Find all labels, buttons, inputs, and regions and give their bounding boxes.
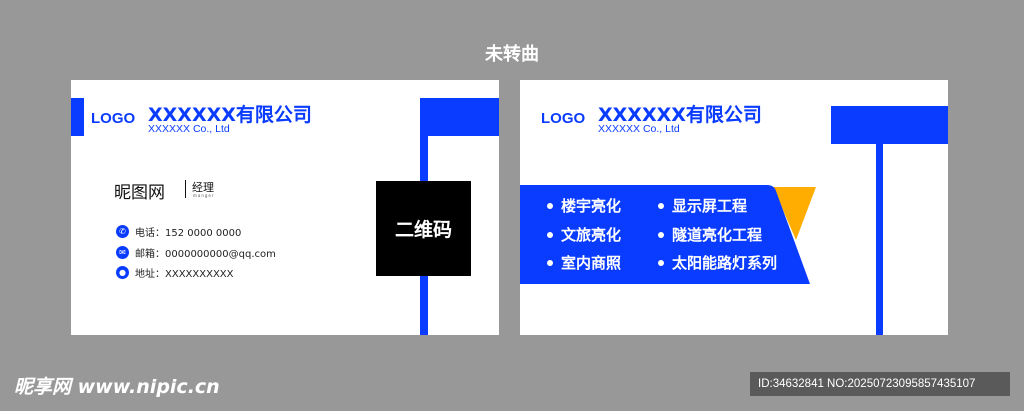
role-en: manger	[193, 193, 215, 198]
accent-bar	[71, 98, 84, 136]
location-icon: ●	[116, 266, 129, 279]
contact-email: ✉邮箱：0000000000@qq.com	[116, 245, 276, 260]
divider	[185, 180, 186, 198]
service-item: 室内商照	[547, 252, 621, 273]
page-title: 未转曲	[485, 44, 539, 65]
contact-phone: ✆电话：152 0000 0000	[116, 224, 241, 239]
orange-triangle	[773, 187, 816, 240]
contact-address: ●地址：XXXXXXXXXX	[116, 265, 234, 280]
accent-block	[831, 106, 948, 144]
company-name: XXXXXX有限公司	[598, 104, 762, 126]
accent-line	[876, 144, 883, 335]
mail-icon: ✉	[116, 246, 129, 259]
company-name: XXXXXX有限公司	[148, 104, 312, 126]
company-name-en: XXXXXX Co., Ltd	[148, 123, 230, 135]
service-item: 太阳能路灯系列	[658, 252, 777, 273]
service-item: 隧道亮化工程	[658, 224, 762, 245]
service-item: 楼宇亮化	[547, 195, 621, 216]
business-card-front: LOGO XXXXXX有限公司 XXXXXX Co., Ltd 昵图网 经理 m…	[71, 80, 499, 335]
qr-code-placeholder: 二维码	[376, 181, 471, 276]
company-name-en: XXXXXX Co., Ltd	[598, 123, 680, 135]
person-name: 昵图网	[114, 183, 165, 203]
role: 经理	[192, 181, 214, 194]
image-id: ID:34632841 NO:20250723095857435107	[750, 372, 1010, 396]
logo: LOGO	[541, 110, 586, 127]
watermark: 昵享网 www.nipic.cn	[14, 376, 220, 398]
accent-block	[420, 98, 499, 136]
phone-icon: ✆	[116, 225, 129, 238]
business-card-back: LOGO XXXXXX有限公司 XXXXXX Co., Ltd 楼宇亮化 显示屏…	[520, 80, 948, 335]
logo: LOGO	[91, 110, 136, 127]
service-item: 文旅亮化	[547, 224, 621, 245]
service-item: 显示屏工程	[658, 195, 747, 216]
